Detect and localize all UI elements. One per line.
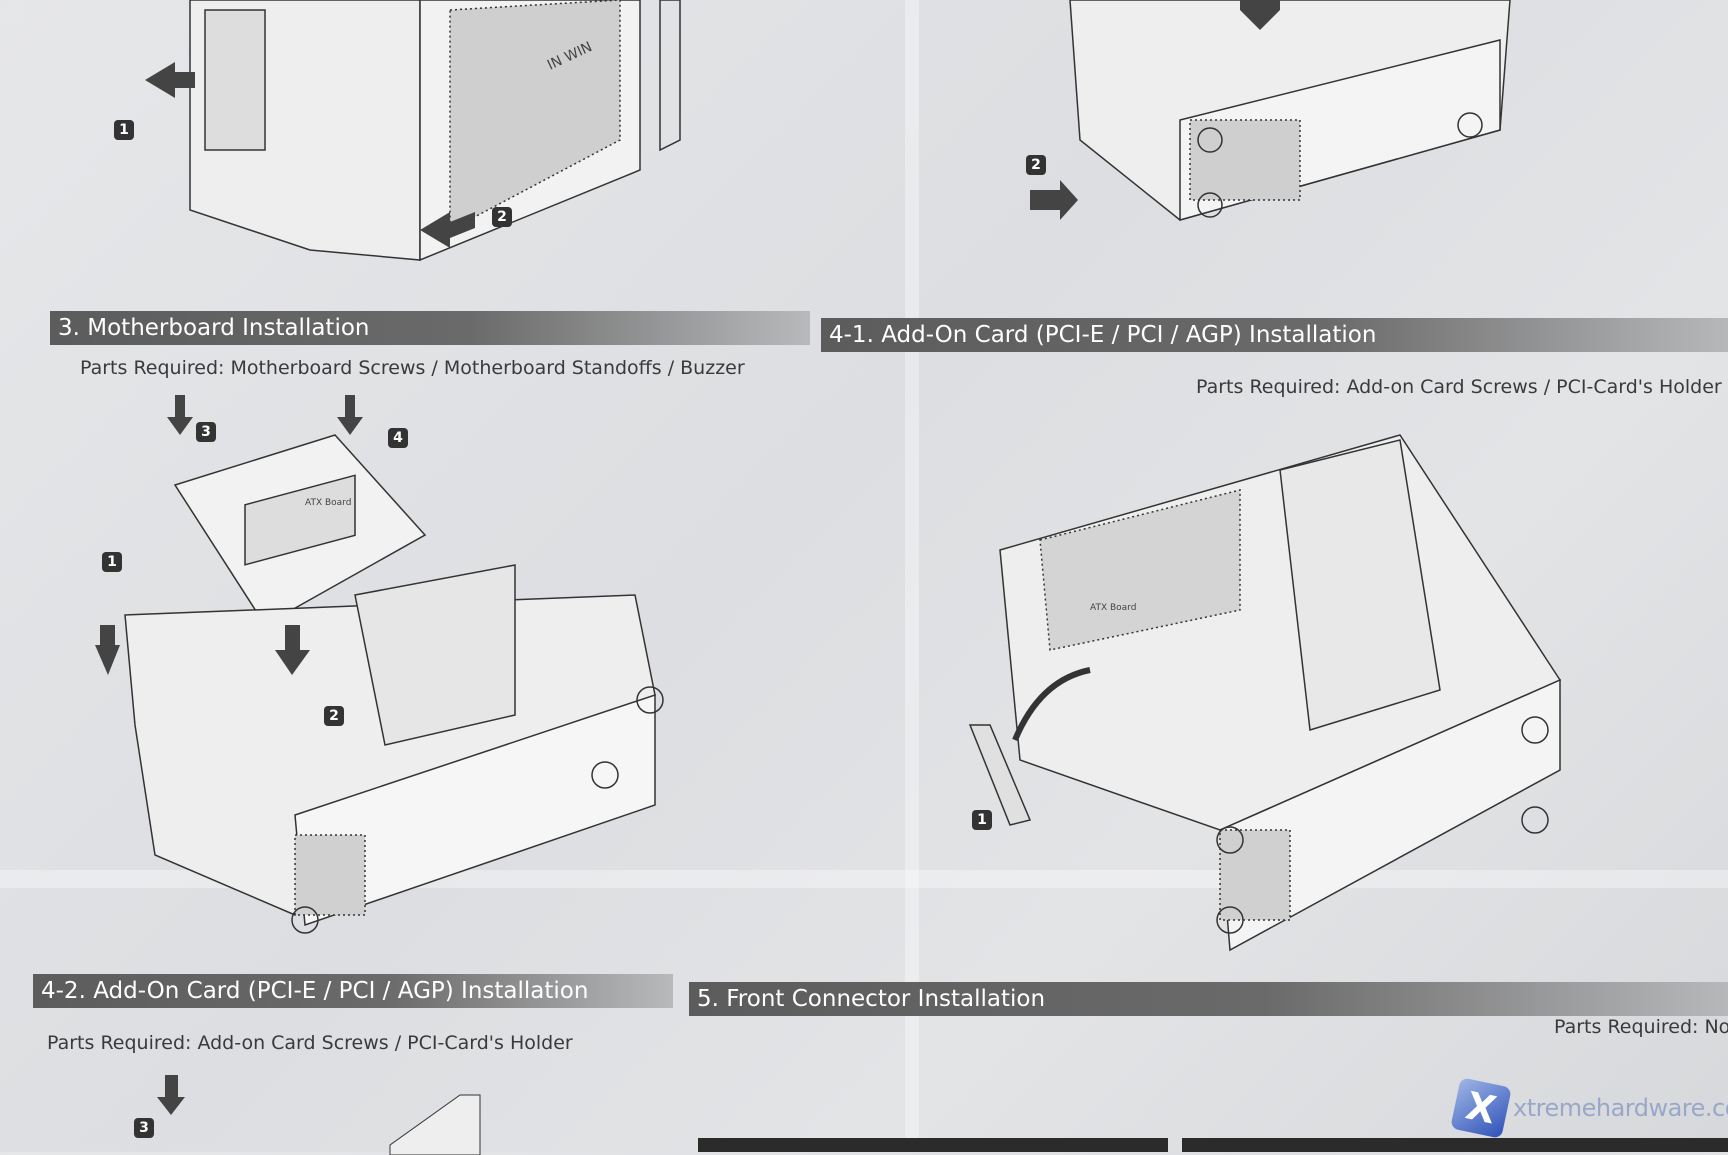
step-badge: 3 [134, 1118, 154, 1138]
arrow-down-icon [167, 395, 193, 435]
step-badge: 4 [388, 428, 408, 448]
step-badge: 3 [196, 422, 216, 442]
section-3-header: 3. Motherboard Installation [50, 311, 810, 345]
arrow-down-icon [157, 1075, 185, 1115]
section-3-parts: Parts Required: Motherboard Screws / Mot… [80, 357, 745, 379]
arrow-icon [1240, 0, 1280, 30]
arrow-icon [1030, 180, 1078, 220]
arrow-down-icon [275, 625, 310, 675]
case-side-panel-diagram: IN WIN [145, 0, 681, 262]
section-4-2-parts: Parts Required: Add-on Card Screws / PCI… [47, 1032, 573, 1054]
case-psu-diagram [1030, 0, 1511, 221]
arrow-icon [420, 212, 475, 248]
curved-arrow-icon [1012, 667, 1091, 742]
section-4-2-header: 4-2. Add-On Card (PCI-E / PCI / AGP) Ins… [33, 974, 673, 1008]
watermark-text: xtremehardware.com [1513, 1094, 1728, 1122]
motherboard-installation-diagram: ATX Board [95, 395, 664, 934]
step-badge: 2 [1026, 155, 1046, 175]
addon-card-installation-diagram: ATX Board [968, 434, 1562, 952]
section-4-1-header: 4-1. Add-On Card (PCI-E / PCI / AGP) Ins… [821, 318, 1728, 352]
section-4-1-parts: Parts Required: Add-on Card Screws / PCI… [1196, 376, 1722, 398]
paper-fold [905, 0, 919, 1152]
section-5-header: 5. Front Connector Installation [689, 982, 1728, 1016]
step-badge: 1 [114, 120, 134, 140]
watermark: X xtremehardware.com [1450, 1077, 1728, 1139]
connector-table-header [698, 1138, 1168, 1152]
board-label: ATX Board [1090, 603, 1136, 613]
step-badge: 2 [324, 706, 344, 726]
step-badge: 1 [102, 552, 122, 572]
section-5-parts: Parts Required: No [1554, 1016, 1728, 1038]
board-label: ATX Board [305, 498, 351, 508]
connector-table-header [1182, 1138, 1728, 1152]
step-badge: 1 [972, 810, 992, 830]
step-badge: 2 [492, 207, 512, 227]
arrow-down-icon [95, 645, 120, 675]
arrow-icon [145, 62, 195, 98]
arrow-down-icon [337, 395, 363, 435]
addon-card-diagram-partial [157, 1075, 481, 1155]
watermark-logo-icon: X [1450, 1077, 1512, 1139]
